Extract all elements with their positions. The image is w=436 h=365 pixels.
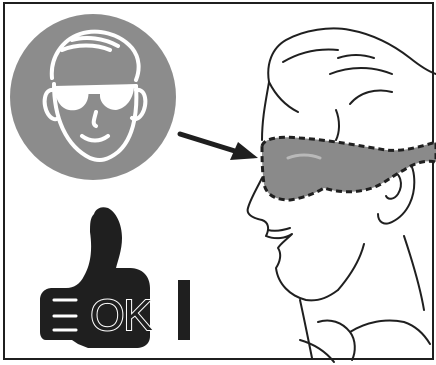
eye-protection-sign-icon [10,14,176,180]
thumbs-up-label: OK [90,291,152,340]
